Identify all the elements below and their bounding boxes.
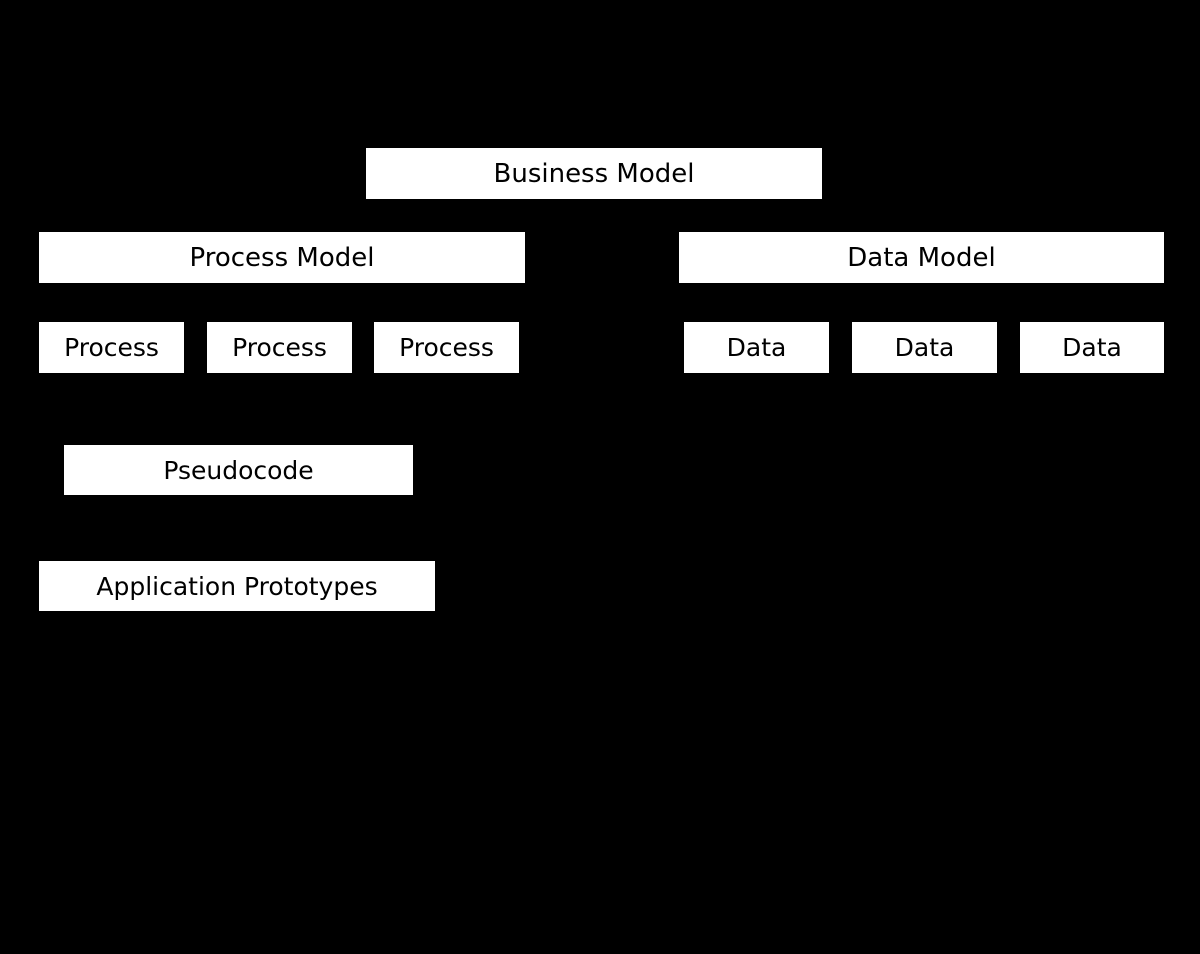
node-process-2-label: Process [232, 333, 327, 362]
node-data-3-label: Data [1062, 333, 1122, 362]
node-data-2-label: Data [894, 333, 955, 362]
node-data-1[interactable]: Data [684, 322, 829, 373]
node-process-2[interactable]: Process [207, 322, 352, 373]
node-data-model-label: Data Model [847, 242, 996, 273]
node-data-3[interactable]: Data [1020, 322, 1164, 373]
node-data-2[interactable]: Data [852, 322, 997, 373]
node-business-model-label: Business Model [493, 158, 695, 189]
node-process-3[interactable]: Process [374, 322, 519, 373]
node-process-3-label: Process [399, 333, 494, 362]
node-process-model[interactable]: Process Model [39, 232, 525, 283]
node-data-model[interactable]: Data Model [679, 232, 1164, 283]
node-business-model[interactable]: Business Model [366, 148, 822, 199]
node-process-1[interactable]: Process [39, 322, 184, 373]
node-process-model-label: Process Model [189, 242, 375, 273]
node-pseudocode[interactable]: Pseudocode [64, 445, 413, 495]
node-application-prototypes[interactable]: Application Prototypes [39, 561, 435, 611]
node-data-1-label: Data [726, 333, 787, 362]
node-application-prototypes-label: Application Prototypes [96, 571, 378, 601]
node-process-1-label: Process [64, 333, 159, 362]
node-pseudocode-label: Pseudocode [163, 455, 314, 485]
